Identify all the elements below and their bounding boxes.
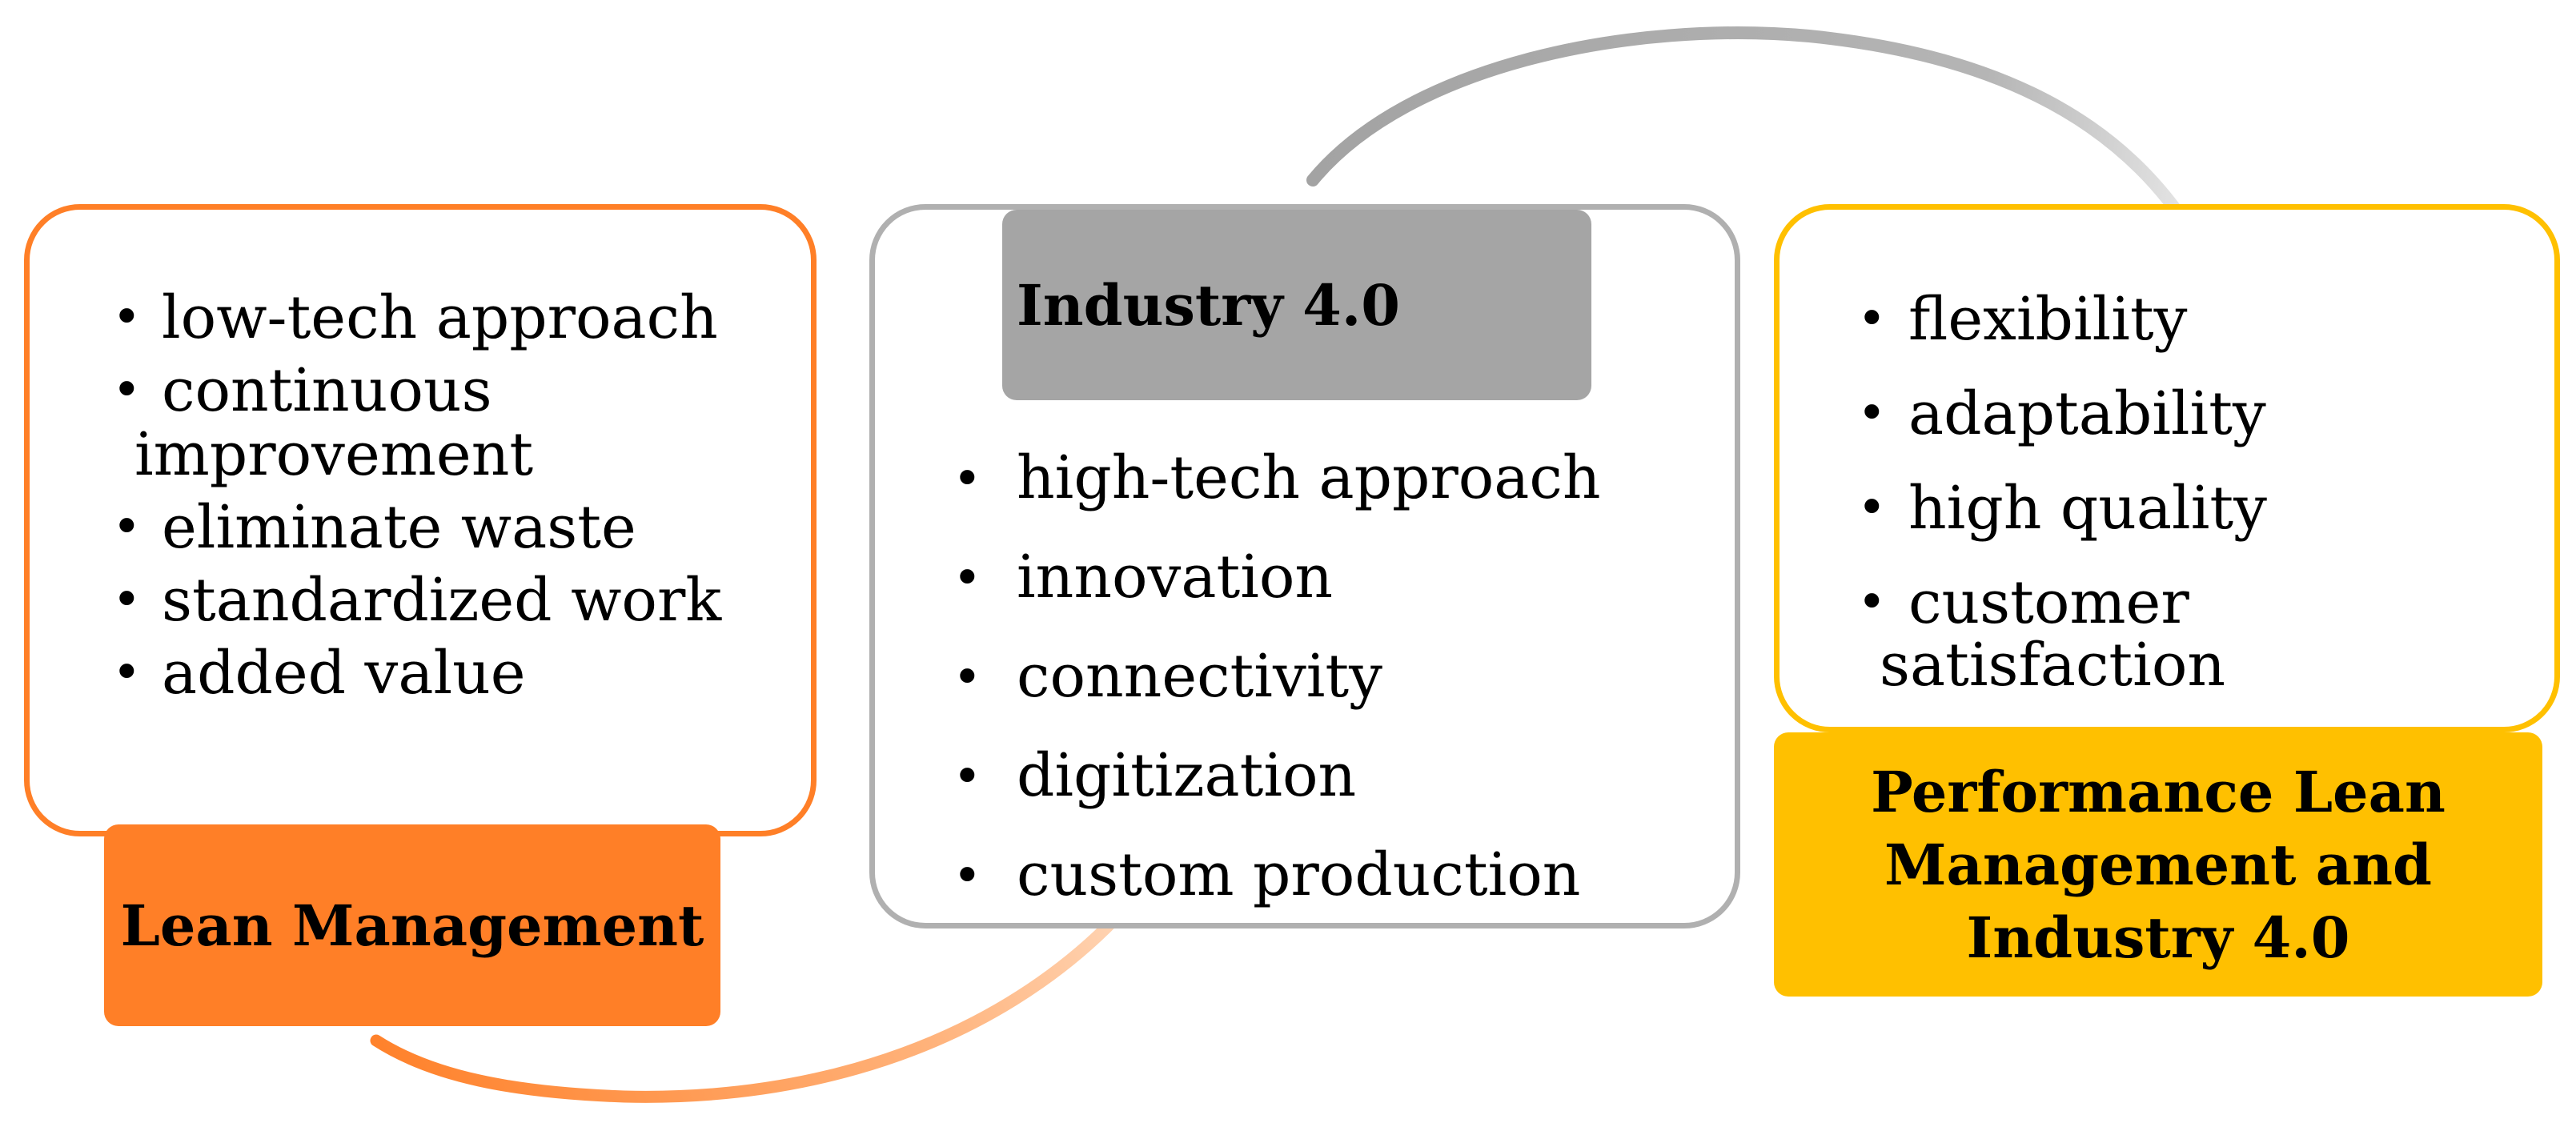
bullet-icon: • [112, 643, 142, 701]
lean-item-text: standardized work [162, 566, 722, 635]
performance-item-text-continued: satisfaction [1880, 631, 2226, 700]
industry-4-item-text: digitization [1017, 741, 1357, 810]
industry-4-item: •connectivity [953, 647, 1601, 706]
lean-item: •low-tech approach [112, 288, 721, 347]
lean-item-text: added value [162, 639, 526, 708]
bullet-icon: • [1857, 383, 1887, 442]
industry-4-item-text: high-tech approach [1017, 443, 1601, 512]
bullet-icon: • [112, 570, 142, 628]
industry-4-list: •high-tech approach •innovation •connect… [953, 448, 1601, 945]
bullet-icon: • [1857, 289, 1887, 347]
performance-label: Performance Lean Management and Industry… [1774, 732, 2542, 997]
bullet-icon: • [112, 497, 142, 555]
gray-arc [1306, 26, 2240, 327]
industry-4-label: Industry 4.0 [1002, 210, 1591, 400]
industry-4-item: •high-tech approach [953, 448, 1601, 507]
lean-item: •eliminate waste [112, 498, 721, 557]
performance-item-text: high quality [1908, 474, 2267, 543]
bullet-icon: • [953, 648, 982, 706]
performance-item: •high quality [1857, 479, 2267, 538]
lean-item: •added value [112, 644, 721, 703]
bullet-icon: • [953, 846, 982, 904]
bullet-icon: • [1857, 478, 1887, 536]
industry-4-item: •digitization [953, 746, 1601, 805]
industry-4-item-text: custom production [1017, 840, 1581, 909]
performance-item-text: adaptability [1908, 379, 2266, 448]
bullet-icon: • [1857, 572, 1887, 631]
bullet-icon: • [112, 360, 142, 419]
industry-4-item-text: innovation [1017, 543, 1334, 612]
performance-item-text: customer [1908, 568, 2189, 637]
lean-management-box [24, 204, 817, 836]
lean-item: •standardized work [112, 571, 721, 630]
lean-item-text: continuous [162, 356, 492, 425]
lean-item-text: low-tech approach [162, 283, 718, 352]
performance-item: •flexibility [1857, 290, 2267, 349]
industry-4-item: •innovation [953, 547, 1601, 607]
performance-box [1774, 204, 2560, 732]
bullet-icon: • [953, 548, 982, 607]
performance-item: •adaptability [1857, 384, 2267, 443]
bullet-icon: • [953, 449, 982, 507]
lean-management-label: Lean Management [104, 824, 720, 1026]
lean-item-text-continued: improvement [134, 420, 534, 489]
lean-item-text: eliminate waste [162, 493, 636, 562]
industry-4-item-text: connectivity [1017, 642, 1382, 711]
performance-list: •flexibility •adaptability •high quality… [1857, 290, 2267, 730]
industry-4-item: •custom production [953, 845, 1601, 904]
bullet-icon: • [112, 287, 142, 346]
bullet-icon: • [953, 747, 982, 805]
performance-item-text: flexibility [1908, 285, 2188, 354]
